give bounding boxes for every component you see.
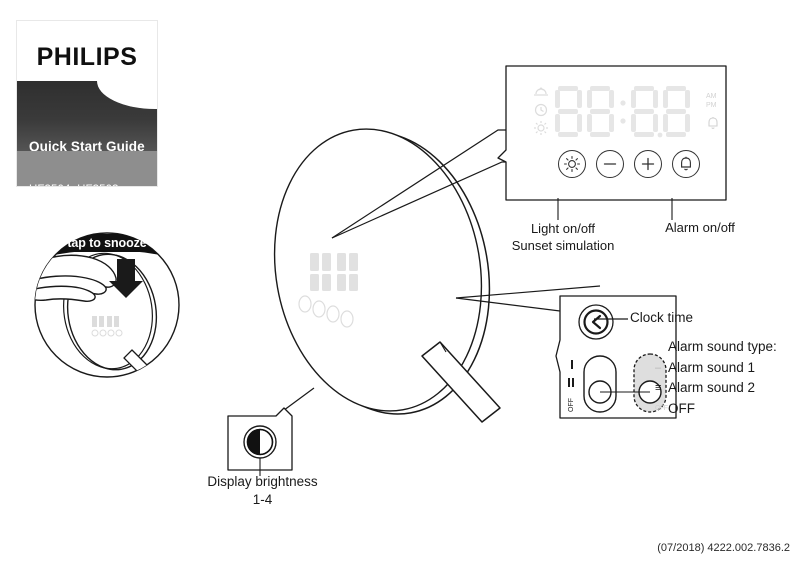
- plus-icon: [641, 157, 655, 171]
- lamp-main-illustration: [227, 120, 601, 460]
- alarm-off-marker: OFF: [655, 404, 668, 412]
- front-panel-callout: AM PM: [497, 62, 730, 204]
- sun-icon: [563, 155, 581, 173]
- lamp-stand: [421, 341, 501, 423]
- alarm-sound-1-row: – Alarm sound 1: [655, 358, 802, 379]
- philips-logo-block: PHILIPS Quick Start Guide HF3504, HF3503: [17, 21, 157, 186]
- alarm1-switch-marks: OFF: [568, 360, 575, 412]
- svg-text:OFF: OFF: [568, 398, 575, 412]
- sunset-icon: [534, 87, 548, 96]
- clock-time-button[interactable]: [578, 304, 614, 340]
- front-button-row: [536, 150, 700, 184]
- philips-wordmark: PHILIPS: [36, 43, 138, 71]
- lamp-face-display: [298, 253, 358, 328]
- brightness-label-line2: 1-4: [252, 492, 273, 507]
- leader-line-back-top: [455, 285, 601, 299]
- clock-time-label: Clock time: [630, 310, 694, 325]
- alarm1-slider-switch[interactable]: [583, 355, 617, 413]
- bell-icon: [681, 156, 691, 171]
- alarm-sound-2-marker: ≡: [655, 382, 662, 394]
- pm-indicator: PM: [706, 102, 717, 109]
- light-onoff-line1: Light on/off: [530, 221, 596, 236]
- brightness-label-line1: Display brightness: [207, 474, 318, 489]
- alarm-sound-2-label: Alarm sound 2: [668, 380, 756, 395]
- sun-icon: [534, 121, 548, 135]
- alarm-sound-1-label: Alarm sound 1: [668, 359, 756, 375]
- contrast-icon[interactable]: [243, 425, 277, 459]
- snooze-mini-display: [91, 316, 123, 337]
- alarm-onoff-label: Alarm on/off: [665, 220, 735, 235]
- alarm-off-row: OFF OFF: [655, 399, 802, 420]
- display-status-icons: [532, 86, 550, 140]
- front-panel-leaders: [557, 198, 673, 220]
- lamp-disc-face: [273, 128, 483, 412]
- logo-gray-band: [17, 151, 157, 186]
- digit-group: [555, 86, 690, 138]
- alarm-off-label: OFF: [668, 400, 695, 416]
- alarm-sound-2-row: ≡ Alarm sound 2: [655, 378, 802, 399]
- display-ampm-indicators: AM PM: [706, 92, 720, 132]
- sunset-simulation-line2: Sunset simulation: [511, 238, 615, 253]
- quick-start-guide-title: Quick Start Guide: [29, 139, 145, 154]
- down-arrow-icon: [109, 259, 143, 298]
- minus-button[interactable]: [596, 150, 624, 178]
- light-onoff-button[interactable]: [558, 150, 586, 178]
- footer-document-code: (07/2018) 4222.002.7836.2: [657, 542, 790, 554]
- minus-icon: [603, 163, 617, 165]
- display-brightness-label: Display brightness 1-4: [180, 473, 345, 509]
- am-indicator: AM: [706, 93, 717, 100]
- bell-indicator-icon: [708, 117, 718, 129]
- back-arrow-icon: [591, 314, 602, 330]
- clock-icon: [534, 103, 548, 117]
- alarm-sound-type-block: Alarm sound type: – Alarm sound 1 ≡ Alar…: [655, 337, 802, 420]
- tap-to-snooze-illustration: tap to snooze: [16, 232, 198, 378]
- alarm-sound-1-marker: –: [655, 361, 662, 374]
- alarm-onoff-button[interactable]: [672, 150, 700, 178]
- model-numbers: HF3504, HF3503: [29, 184, 119, 186]
- back-panel-callout: OFF: [555, 294, 680, 420]
- light-onoff-label: Light on/off Sunset simulation: [478, 220, 648, 254]
- seven-segment-display: [554, 84, 704, 140]
- display-brightness-callout: [226, 398, 298, 476]
- hand-illustration: [35, 254, 117, 302]
- plus-button[interactable]: [634, 150, 662, 178]
- alarm-sound-heading: Alarm sound type:: [668, 339, 777, 354]
- clock-time-leader: [594, 318, 628, 320]
